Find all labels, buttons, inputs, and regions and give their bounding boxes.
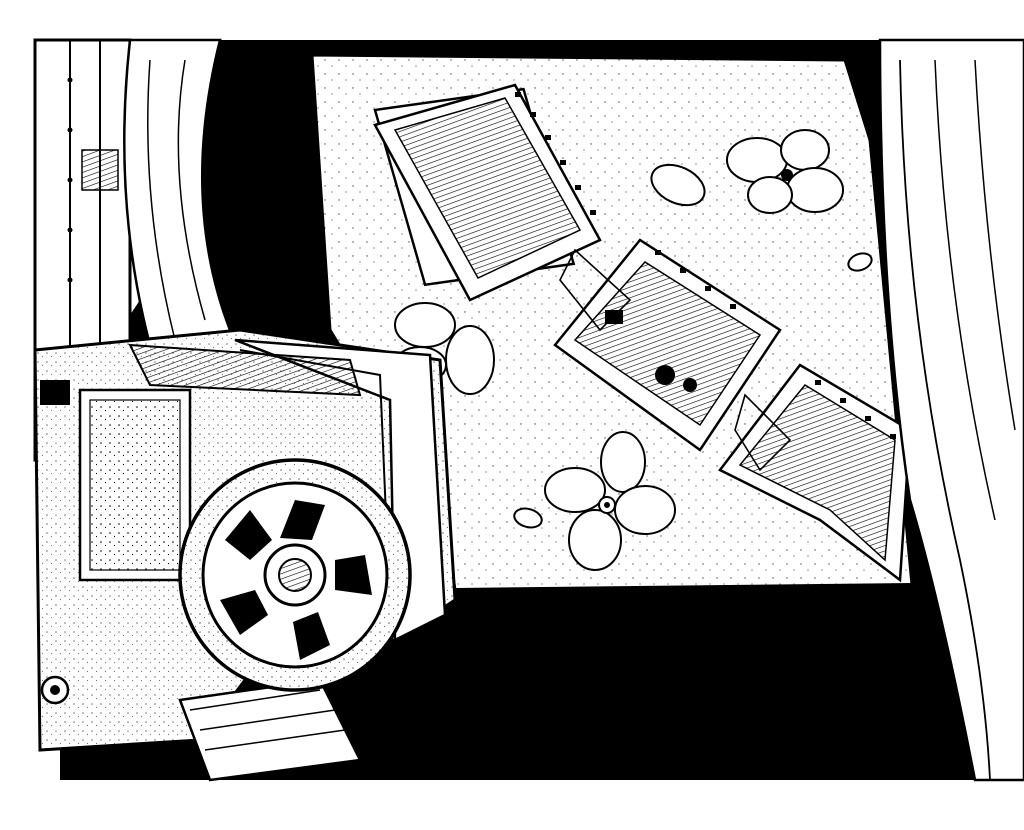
- flower: [726, 129, 844, 214]
- film-strip: [373, 83, 912, 583]
- petal: [847, 252, 873, 272]
- petal: [513, 507, 543, 529]
- curtain: [878, 38, 1024, 782]
- film-reel: [178, 458, 412, 692]
- flower: [544, 431, 676, 571]
- petal: [650, 163, 706, 207]
- curtain: [123, 38, 232, 383]
